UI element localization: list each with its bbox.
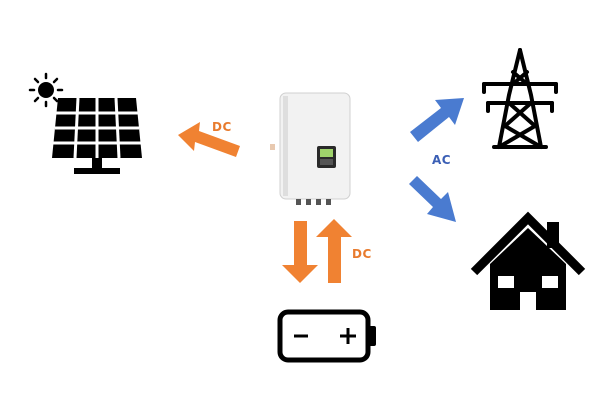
dc-label-solar: DC <box>212 120 232 134</box>
ac-arrow-to-grid <box>410 98 464 142</box>
ac-label: AC <box>432 153 452 167</box>
solar-panel-icon <box>52 97 142 174</box>
dc-label-battery: DC <box>352 247 372 261</box>
dc-arrow-up-from-battery <box>316 219 352 283</box>
battery-icon <box>277 309 376 363</box>
power-pylon-icon <box>482 48 558 149</box>
sun-icon <box>28 72 64 108</box>
inverter-icon <box>270 92 351 205</box>
ac-arrow-to-house <box>409 176 456 222</box>
dc-arrow-down-to-battery <box>282 221 318 283</box>
house-icon <box>470 211 586 310</box>
dc-arrow-to-solar <box>178 122 240 157</box>
